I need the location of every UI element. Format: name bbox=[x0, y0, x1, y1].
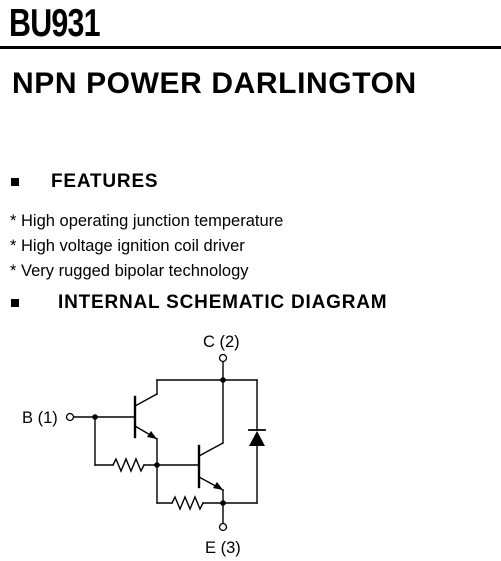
feature-item: * Very rugged bipolar technology bbox=[10, 262, 249, 280]
title-rule bbox=[0, 46, 501, 49]
collector-pin-label: C (2) bbox=[203, 333, 240, 351]
feature-list: * High operating junction temperature * … bbox=[10, 209, 283, 284]
t1-collector-leg bbox=[134, 393, 158, 407]
device-title: NPN POWER DARLINGTON bbox=[12, 67, 417, 100]
features-bullet-icon bbox=[11, 178, 19, 186]
feature-item: * High operating junction temperature bbox=[10, 212, 284, 230]
diode-triangle-icon bbox=[249, 431, 265, 446]
schematic-heading: INTERNAL SCHEMATIC DIAGRAM bbox=[58, 292, 388, 313]
r1-resistor bbox=[112, 457, 145, 473]
t1-emitter-arrow-icon bbox=[147, 431, 157, 439]
junction-dot bbox=[154, 462, 160, 468]
base-pin-label: B (1) bbox=[22, 409, 58, 427]
t2-emitter-arrow-icon bbox=[213, 482, 223, 490]
base-terminal-icon bbox=[65, 412, 75, 422]
features-heading: FEATURES bbox=[51, 171, 159, 192]
part-number: BU931 bbox=[9, 2, 101, 45]
emitter-terminal-icon bbox=[218, 522, 228, 532]
schematic-bullet-icon bbox=[11, 299, 19, 307]
junction-dot bbox=[220, 377, 226, 383]
junction-dot bbox=[92, 414, 98, 420]
collector-terminal-icon bbox=[218, 353, 228, 363]
junction-dot bbox=[220, 500, 226, 506]
schematic-diagram: B (1) C (2) E (3) bbox=[22, 333, 266, 557]
feature-item: * High voltage ignition coil driver bbox=[10, 237, 245, 255]
r2-resistor bbox=[171, 495, 204, 511]
t2-collector-leg bbox=[198, 442, 224, 457]
emitter-pin-label: E (3) bbox=[205, 539, 241, 557]
